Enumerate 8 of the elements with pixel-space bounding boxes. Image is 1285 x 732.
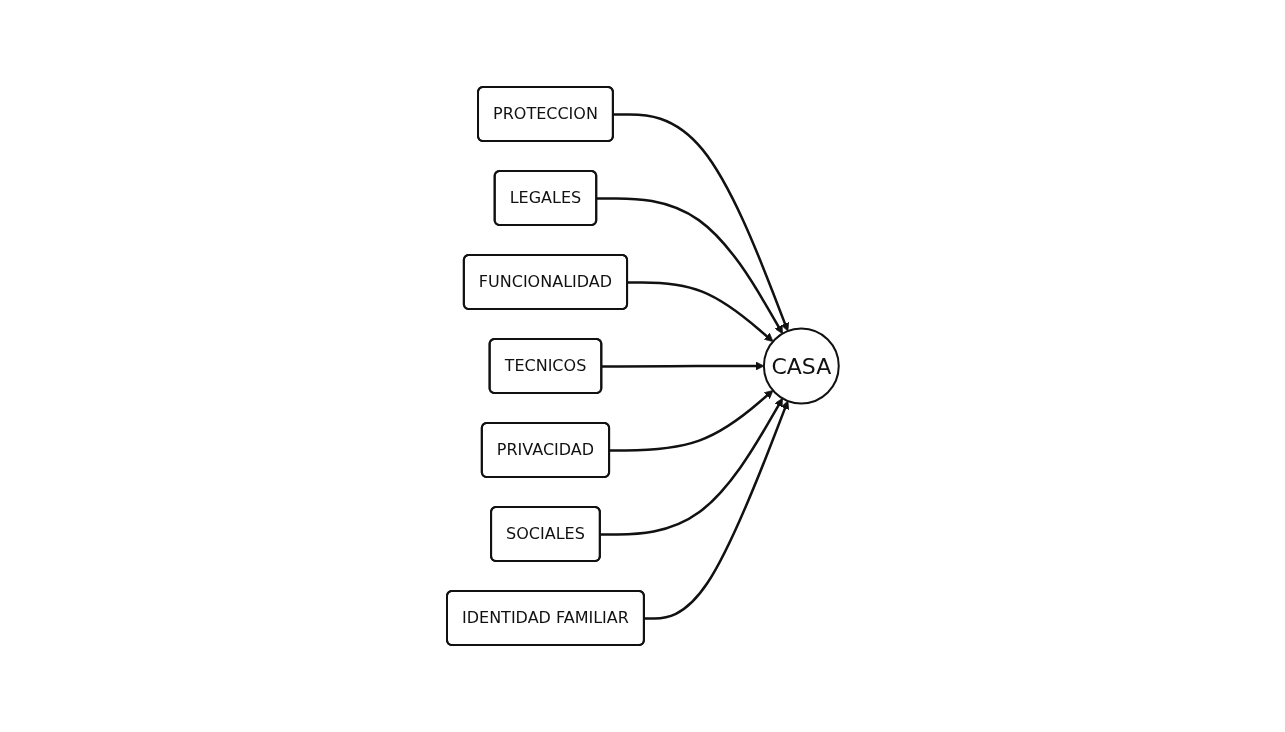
- arrow: [627, 281, 773, 342]
- arrow: [601, 361, 764, 371]
- arrow: [599, 397, 783, 536]
- node-circle: CASA: [762, 327, 840, 405]
- arrow: [613, 113, 789, 332]
- arrow: [596, 197, 783, 335]
- arrow: [644, 400, 789, 620]
- arrow: [609, 390, 773, 452]
